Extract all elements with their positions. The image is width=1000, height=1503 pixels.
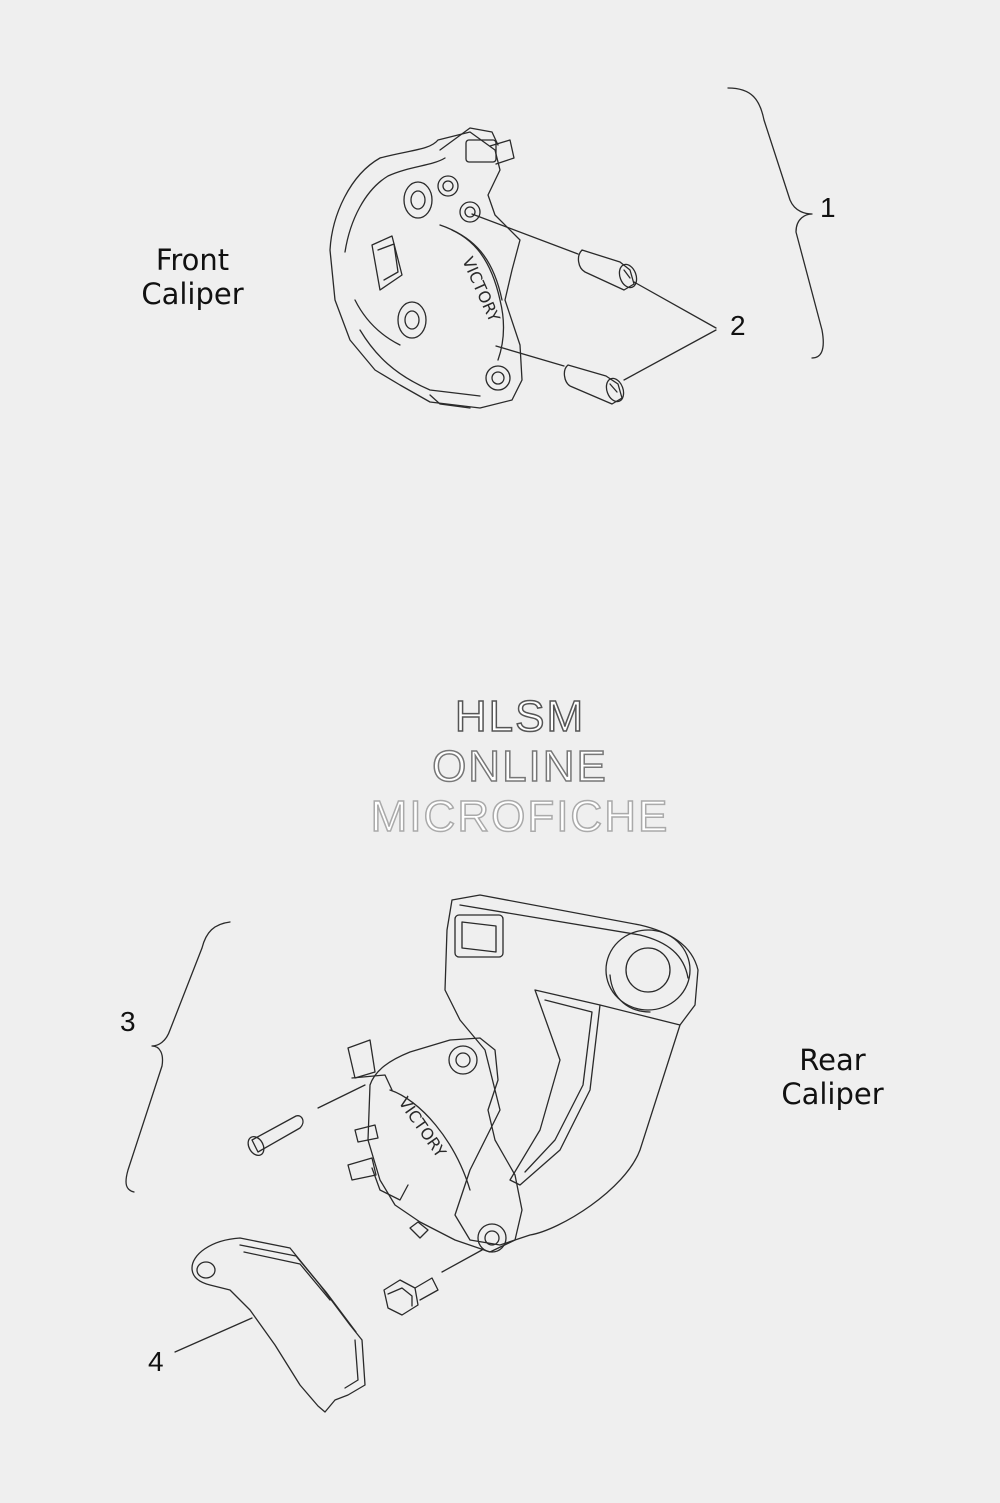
front-caliper: VICTORY xyxy=(329,127,523,409)
watermark-line3: MICROFICHE xyxy=(370,791,670,842)
victory-logo-rear: VICTORY xyxy=(395,1093,450,1161)
callout-4: 4 xyxy=(148,1346,164,1377)
callout-1: 1 xyxy=(820,192,836,223)
rear-caliper-label: Rear Caliper xyxy=(770,1043,895,1111)
rear-caliper-label-line1: Rear xyxy=(799,1043,866,1077)
front-caliper-label: Front Caliper xyxy=(130,243,255,311)
rear-mount-bolt xyxy=(383,1277,439,1316)
watermark-line1: HLSM xyxy=(454,691,586,742)
watermark-line2: ONLINE xyxy=(431,741,608,792)
rear-caliper-bracket xyxy=(444,894,699,1246)
front-bolt-lower xyxy=(563,364,625,405)
rear-caliper: VICTORY xyxy=(347,1037,523,1253)
front-caliper-label-line1: Front xyxy=(155,243,230,277)
callout-2: 2 xyxy=(730,310,746,341)
front-caliper-label-line2: Caliper xyxy=(141,277,244,311)
callout-3: 3 xyxy=(120,1006,136,1037)
rear-pin-bolt xyxy=(247,1115,304,1156)
bracket-1 xyxy=(727,87,824,359)
bracket-plate-4 xyxy=(191,1237,366,1413)
bracket-3 xyxy=(125,921,231,1193)
front-bolt-upper xyxy=(577,249,638,291)
rear-caliper-label-line2: Caliper xyxy=(781,1077,884,1111)
